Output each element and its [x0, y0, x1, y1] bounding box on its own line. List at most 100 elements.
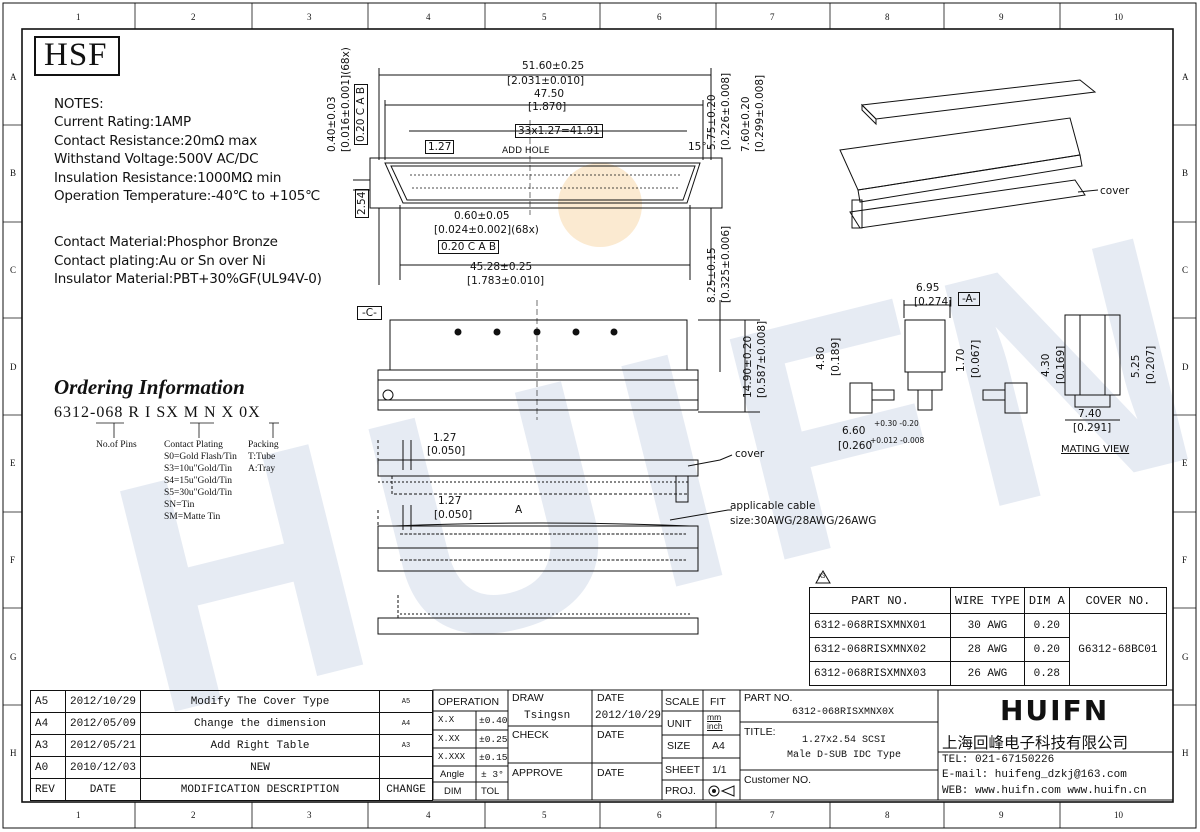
- hsf-logo-text: HSF: [44, 37, 108, 73]
- zone-col-9-bottom: 9: [999, 810, 1004, 820]
- part-number: 6312-068RISXMNX01: [809, 613, 951, 638]
- zone-col-8-bottom: 8: [885, 810, 890, 820]
- packing-option: T:Tube: [248, 452, 276, 462]
- rev-date: 2010/12/03: [64, 756, 142, 779]
- revision-marker-a3-text: A3: [818, 574, 826, 580]
- dim-a: 0.28: [1023, 661, 1070, 686]
- zone-col-1-bottom: 1: [76, 810, 81, 820]
- rev-description: Change the dimension: [140, 712, 381, 735]
- zone-row-d-right: D: [1182, 362, 1189, 372]
- approve-label: APPROVE: [512, 767, 563, 779]
- rev-change: A5: [379, 690, 433, 713]
- cover-label-iso: cover: [1100, 185, 1130, 197]
- zone-col-7-bottom: 7: [770, 810, 775, 820]
- zone-row-e-right: E: [1182, 458, 1188, 468]
- customer-label: Customer NO.: [744, 774, 812, 786]
- proj-label: PROJ.: [665, 785, 696, 797]
- material-line: Contact plating:Au or Sn over Ni: [54, 252, 266, 269]
- plating-option: S3=10u"Gold/Tin: [164, 464, 233, 474]
- projection-symbol-icon: [708, 785, 735, 797]
- zone-col-4-bottom: 4: [426, 810, 431, 820]
- dim-s4-in-tol: +0.012 -0.008: [870, 436, 925, 445]
- tolerance-key: X.XX: [438, 734, 460, 744]
- dim-pin-width: 0.60±0.05: [454, 210, 510, 222]
- zone-row-f: F: [10, 555, 16, 565]
- zone-col-4: 4: [426, 12, 431, 22]
- plating-option: S5=30u"Gold/Tin: [164, 488, 233, 498]
- dim-s4: 6.60: [842, 425, 866, 437]
- a-mark: A: [515, 504, 523, 516]
- datum-a: -A-: [958, 292, 981, 306]
- tolerance-value: ±0.25: [479, 734, 508, 745]
- title-line-2: Male D-SUB IDC Type: [787, 750, 902, 761]
- rev-description: Modify The Cover Type: [140, 690, 381, 713]
- zone-col-2-bottom: 2: [191, 810, 196, 820]
- zone-row-g: G: [10, 652, 17, 662]
- tolerance-key: Angle: [440, 769, 465, 780]
- unit-value: mm inch: [707, 712, 723, 731]
- check-date-label: DATE: [597, 729, 625, 741]
- cable-label: applicable cable: [730, 500, 816, 512]
- title-label: TITLE:: [744, 726, 776, 738]
- part-table-header: DIM A: [1023, 587, 1070, 614]
- ordering-plating-label: Contact Plating: [164, 440, 223, 450]
- part-number: 6312-068RISXMNX02: [809, 637, 951, 662]
- note-line: Operation Temperature:-40℃ to +105℃: [54, 188, 321, 205]
- zone-row-a-right: A: [1182, 72, 1189, 82]
- note-line: Insulation Resistance:1000MΩ min: [54, 169, 282, 186]
- tolerance-value: ±0.40: [479, 715, 508, 726]
- plating-option: S0=Gold Flash/Tin: [164, 452, 237, 462]
- packing-label: Packing: [248, 440, 279, 450]
- dim-overall-in: [2.031±0.010]: [507, 75, 585, 87]
- zone-row-h: H: [10, 748, 17, 758]
- add-hole-label: ADD HOLE: [502, 146, 550, 156]
- plating-option: SN=Tin: [164, 500, 195, 510]
- dim-angle: 15°: [688, 141, 707, 153]
- zone-row-g-right: G: [1182, 652, 1189, 662]
- unit-label: UNIT: [667, 718, 692, 730]
- approve-date-label: DATE: [597, 767, 625, 779]
- tolerance-frame: 0.20 C A B: [438, 240, 500, 254]
- zone-row-d: D: [10, 362, 17, 372]
- zone-row-h-right: H: [1182, 748, 1189, 758]
- drawer-name: Tsingsn: [524, 710, 571, 722]
- company-name: 上海回峰电子科技有限公司: [942, 734, 1129, 752]
- mating-view-label: MATING VIEW: [1061, 444, 1130, 455]
- zone-col-9: 9: [999, 12, 1004, 22]
- plating-options: S0=Gold Flash/Tin S3=10u"Gold/Tin S4=15u…: [164, 451, 237, 523]
- check-label: CHECK: [512, 729, 549, 741]
- zone-col-7: 7: [770, 12, 775, 22]
- ordering-code: 6312-068 R I SX M N X 0X: [54, 404, 261, 421]
- zone-col-10: 10: [1114, 12, 1123, 22]
- sheet-value: 1/1: [712, 764, 727, 776]
- company-tel: TEL: 021-67150226: [942, 754, 1055, 766]
- rev-header-desc: MODIFICATION DESCRIPTION: [140, 778, 381, 801]
- dim-hole-span-in: [1.783±0.010]: [467, 275, 545, 287]
- cover-label: cover: [735, 448, 765, 460]
- dim-p2: 1.27: [438, 495, 462, 507]
- zone-row-b: B: [10, 168, 17, 178]
- packing-option: A:Tray: [248, 464, 276, 474]
- dim-body-in: [1.870]: [528, 101, 567, 113]
- zone-col-5: 5: [542, 12, 547, 22]
- part-table-header: COVER NO.: [1068, 587, 1168, 614]
- part-number: 6312-068RISXMNX03: [809, 661, 951, 686]
- zone-col-10-bottom: 10: [1114, 810, 1123, 820]
- draw-date-label: DATE: [597, 692, 625, 704]
- tolerance-value: ± 3°: [481, 769, 504, 780]
- dim-s4-in: [0.260: [838, 440, 873, 452]
- dim-pin-width-in: [0.024±0.002](68x): [434, 224, 539, 236]
- rev-header-date: DATE: [64, 778, 142, 801]
- notes: NOTES: Current Rating:1AMP Contact Resis…: [54, 95, 322, 289]
- wire-type: 26 AWG: [950, 661, 1025, 686]
- zone-col-2: 2: [191, 12, 196, 22]
- part-no-label: PART NO.: [744, 692, 793, 704]
- zone-row-f-right: F: [1182, 555, 1188, 565]
- zone-row-c-right: C: [1182, 265, 1189, 275]
- dim-hole-span: 45.28±0.25: [470, 261, 533, 273]
- title-line-1: 1.27x2.54 SCSI: [802, 735, 887, 746]
- ordering-leaders: [96, 422, 279, 438]
